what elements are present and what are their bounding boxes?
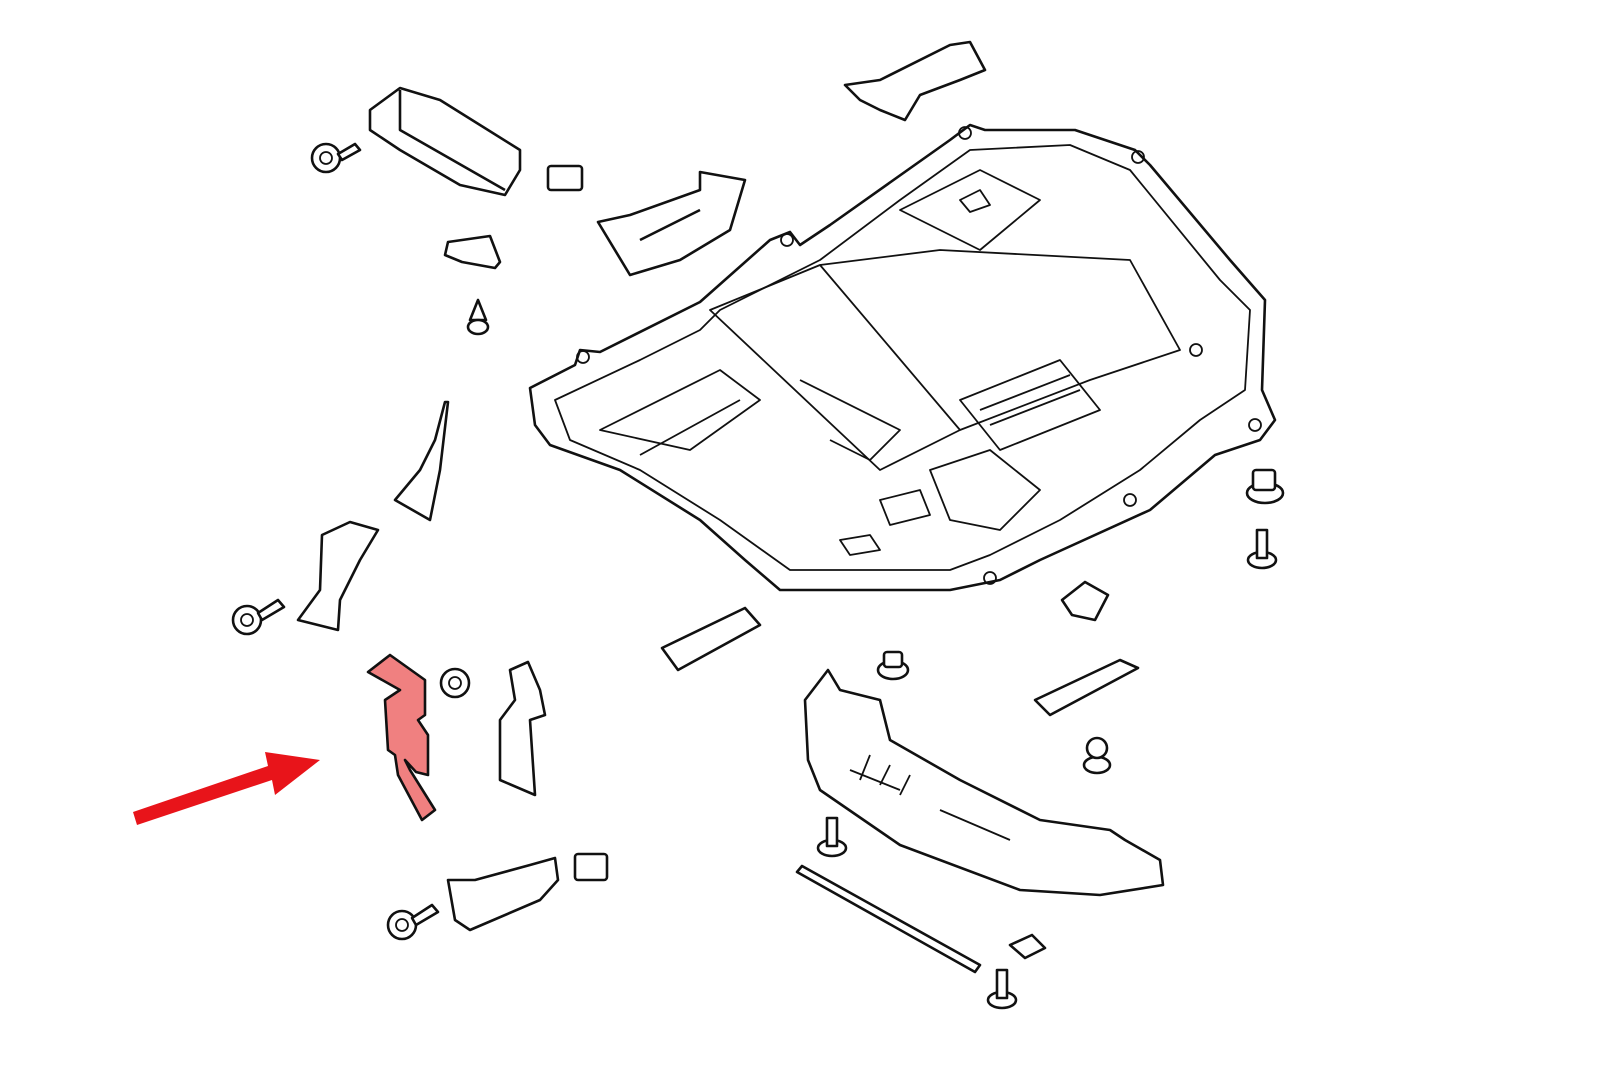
- red-pointer-arrow: [133, 752, 320, 825]
- push-clip-center: [876, 650, 910, 681]
- screw-lower: [386, 903, 440, 941]
- left-upper-deflector: [393, 400, 450, 522]
- nut-round: [439, 667, 471, 699]
- upper-bracket: [368, 86, 522, 197]
- engine-undertray-shield: [528, 123, 1277, 592]
- heat-shield-plate: [1033, 658, 1140, 717]
- left-mid-deflector: [296, 520, 380, 632]
- mounting-plate: [660, 606, 762, 672]
- bolt-right: [1246, 528, 1278, 570]
- front-spoiler-shield: [803, 668, 1165, 897]
- push-pin: [466, 298, 490, 336]
- front-deflector-bracket: [596, 170, 747, 277]
- bolt-bottom: [986, 968, 1018, 1010]
- push-clip-right: [1082, 736, 1112, 775]
- top-right-bracket: [843, 40, 987, 122]
- left-side-air-deflector[interactable]: [366, 653, 437, 822]
- right-side-deflector: [498, 660, 547, 797]
- screw-left: [231, 598, 286, 636]
- square-nut: [546, 164, 584, 192]
- lower-bracket: [446, 856, 560, 932]
- square-nut-lower: [573, 852, 609, 882]
- bolt-center: [816, 816, 848, 858]
- clip-right-top: [1245, 468, 1285, 505]
- seal-strip: [795, 864, 982, 974]
- clip-bracket: [443, 234, 502, 270]
- clip-small: [1008, 933, 1047, 960]
- clip-bracket-right: [1060, 580, 1110, 622]
- screw-top: [310, 142, 362, 174]
